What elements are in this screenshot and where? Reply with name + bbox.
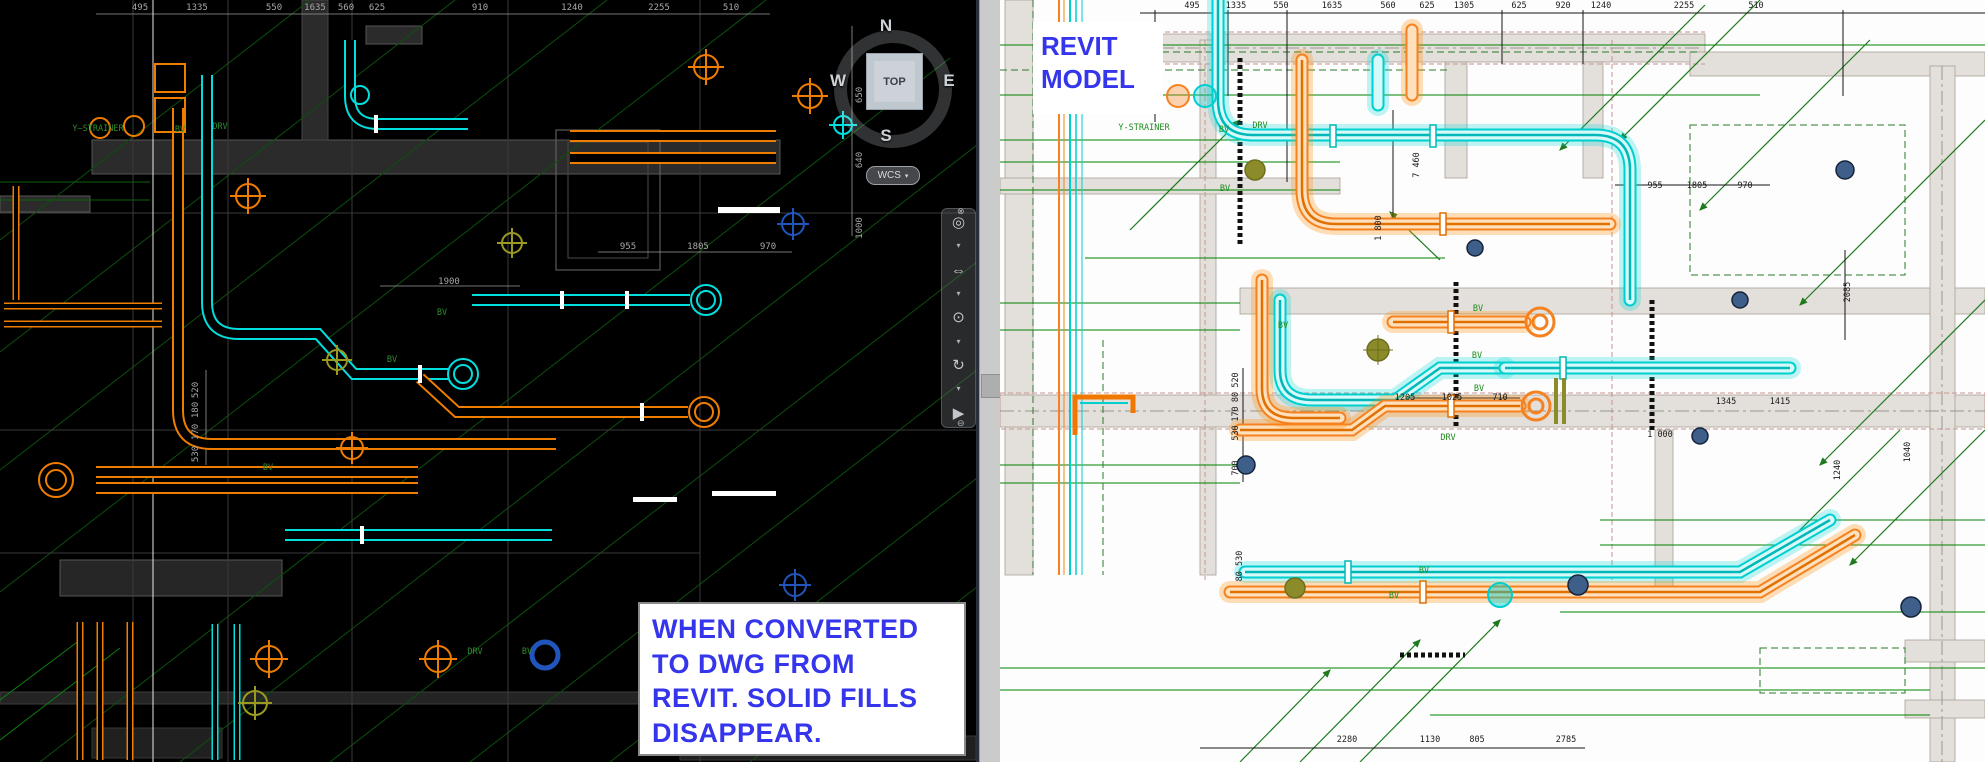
revit-drawing-canvas <box>1000 0 1985 762</box>
viewcube-north[interactable]: N <box>879 16 893 35</box>
dwg-gridlines <box>0 0 977 762</box>
revit-wall-outlines <box>1000 31 1985 762</box>
revit-cyan-pipes <box>1207 0 1841 583</box>
note-line: REVIT <box>1041 31 1118 61</box>
note-line: REVIT. SOLID FILLS <box>652 683 918 714</box>
zoom-icon[interactable]: ⊙ <box>952 309 965 327</box>
revit-orange-pipes <box>1072 19 1866 603</box>
navigation-bar: ◎ ▾ ⇔ ▾ ⊙ ▾ ↻ ▾ ▶ <box>941 208 976 428</box>
wcs-dropdown-arrow-icon: ▾ <box>904 172 909 180</box>
note-line: MODEL <box>1041 64 1135 95</box>
dwg-orange-pipes <box>4 63 776 760</box>
revit-flanges <box>1329 124 1567 604</box>
viewcube-south[interactable]: S <box>880 126 892 145</box>
orbit-icon[interactable]: ↻ <box>952 357 965 375</box>
viewcube-top-face[interactable]: TOP <box>866 53 923 110</box>
revit-leader-lines <box>1129 0 1985 762</box>
dwg-white-bars <box>633 207 780 502</box>
wcs-label: WCS <box>877 170 901 181</box>
window-edge <box>976 0 979 762</box>
note-line: DISAPPEAR. <box>652 717 823 748</box>
vertical-scrollbar[interactable] <box>979 0 1001 762</box>
wcs-dropdown[interactable]: WCS▾ <box>866 166 920 185</box>
revit-annotation-note: REVIT MODEL <box>1033 22 1163 114</box>
navbar-collapse-icon[interactable]: ⊖ <box>957 418 965 428</box>
pan-icon[interactable]: ⇔ <box>951 261 966 279</box>
revit-valve-symbols <box>1236 159 1922 618</box>
viewcube-west[interactable]: W <box>829 71 847 90</box>
navbar-expander-icon[interactable]: ▾ <box>956 289 961 299</box>
dwg-flanges <box>360 115 644 544</box>
revit-riser-domes <box>1166 84 1513 608</box>
navbar-expander-icon[interactable]: ▾ <box>956 384 961 394</box>
dwg-viewport: N W E S TOP WCS▾ ◎▾⇔▾⊙▾↻▾▶ ⊗ ⊖ WHEN CONV… <box>0 0 977 762</box>
note-line: WHEN CONVERTED <box>652 614 919 644</box>
viewcube-east[interactable]: E <box>943 71 955 90</box>
navbar-close-icon[interactable]: ⊗ <box>957 206 965 216</box>
showmotion-icon[interactable]: ▶ <box>952 404 965 422</box>
dwg-annotation-note: WHEN CONVERTED TO DWG FROM REVIT. SOLID … <box>638 602 966 756</box>
navigation-wheel-icon[interactable]: ◎ <box>951 214 966 232</box>
navbar-expander-icon[interactable]: ▾ <box>956 241 961 251</box>
dwg-drawing-canvas <box>0 0 977 762</box>
viewcube: N W E S TOP WCS▾ <box>820 6 960 191</box>
revit-viewport: REVIT MODEL <box>1000 0 1985 762</box>
navbar-expander-icon[interactable]: ▾ <box>956 336 961 346</box>
scrollbar-thumb[interactable] <box>981 374 1001 398</box>
note-line: TO DWG FROM <box>652 648 855 679</box>
